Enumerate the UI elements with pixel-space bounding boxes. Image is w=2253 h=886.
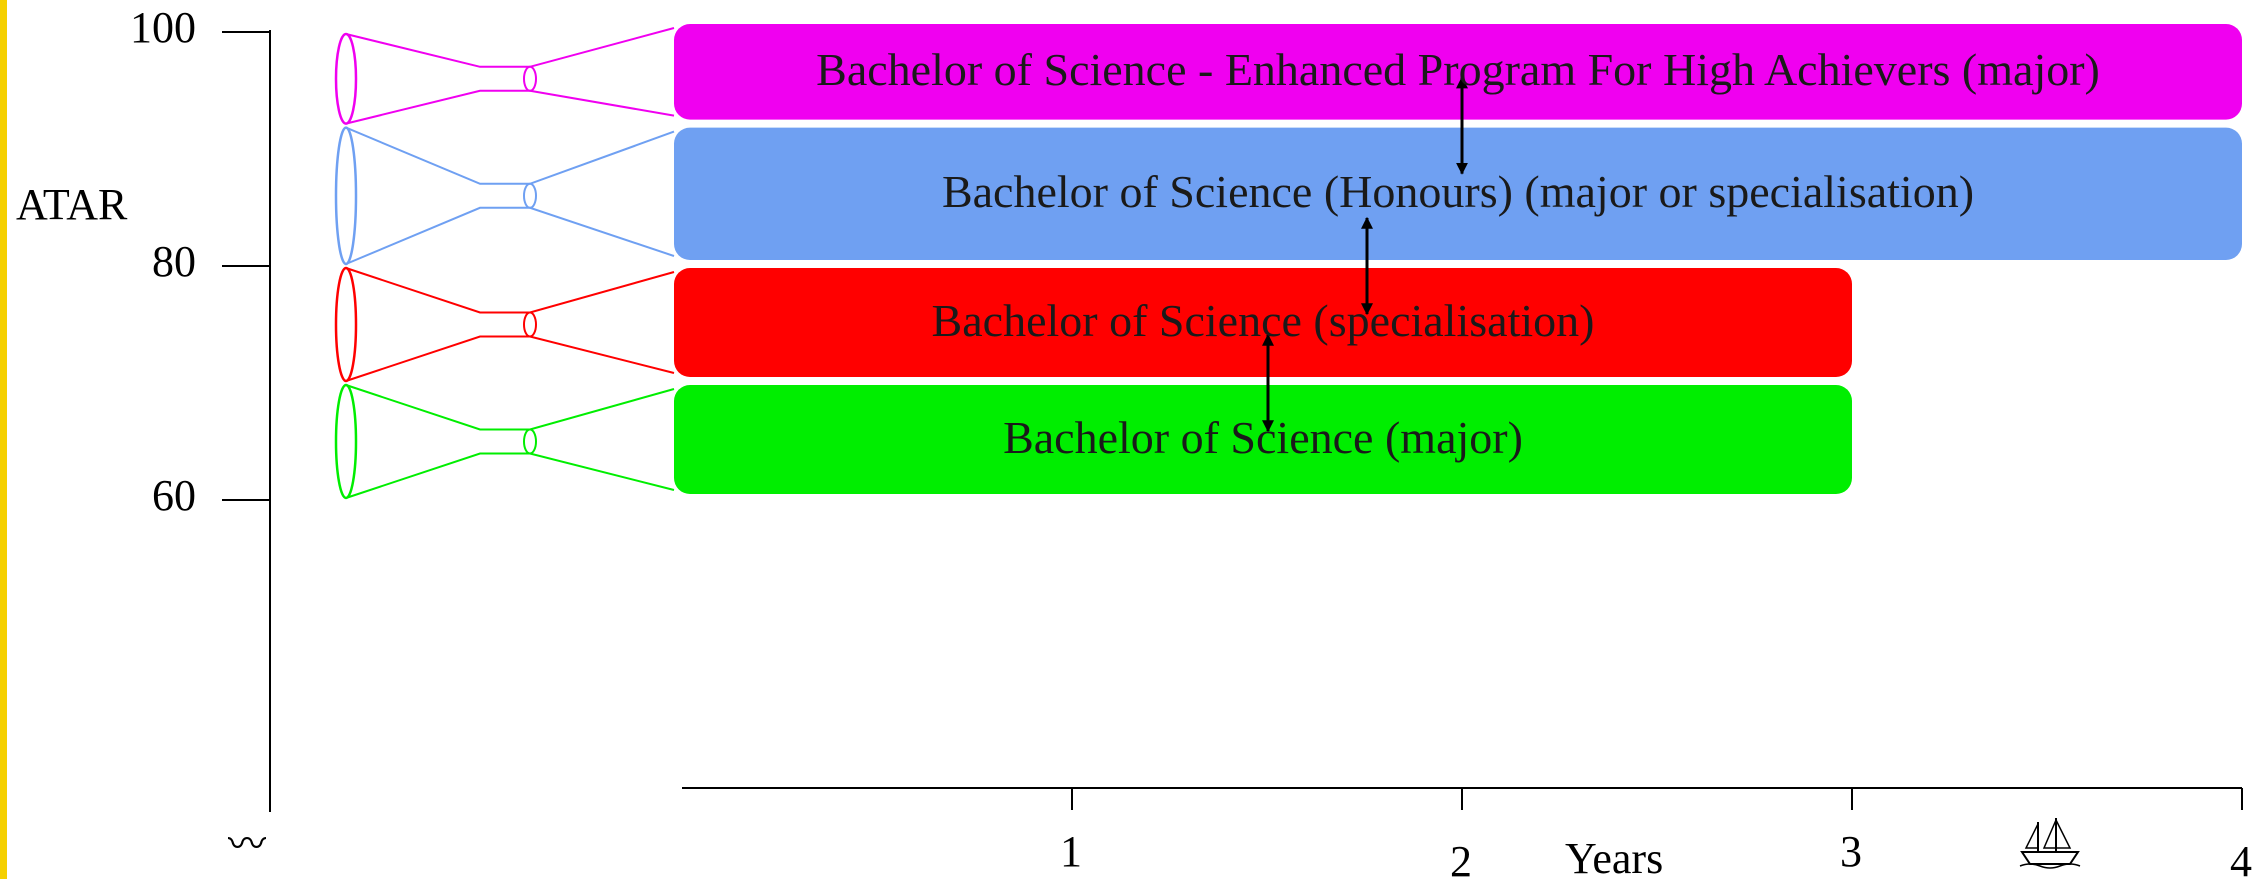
funnel-mouth (334, 126, 358, 266)
funnel-neck (523, 428, 537, 455)
program-label: Bachelor of Science - Enhanced Program F… (816, 43, 2100, 95)
funnel-outline (345, 384, 675, 499)
x-axis-title: Years (1565, 834, 1664, 883)
y-axis-title: ATAR (16, 180, 128, 229)
funnel-neck (523, 311, 537, 338)
funnel-mouth (334, 32, 358, 125)
funnel-outline (345, 126, 675, 265)
program-label: Bachelor of Science (major) (1003, 411, 1523, 463)
funnel-outline (345, 267, 675, 382)
y-tick-label: 100 (130, 3, 196, 52)
frame-accent-strip (0, 0, 7, 879)
program-label: Bachelor of Science (specialisation) (931, 294, 1595, 346)
x-tick-label: 3 (1840, 827, 1862, 876)
funnel-mouth (334, 383, 358, 500)
y-tick-label: 80 (152, 237, 196, 286)
funnel-mouth (334, 266, 358, 383)
program-bar (674, 268, 1852, 377)
program-label: Bachelor of Science (Honours) (major or … (941, 165, 1975, 217)
sailing-ship-icon (2019, 818, 2081, 869)
x-tick-label: 2 (1450, 837, 1472, 886)
program-bar (674, 127, 2242, 260)
broken-axis-mark: 〰 (228, 824, 267, 866)
program-bar (674, 24, 2242, 120)
funnel-neck (523, 182, 537, 209)
funnel-neck (523, 65, 537, 92)
x-tick-label: 1 (1060, 827, 1082, 876)
x-tick-label: 4 (2230, 837, 2252, 886)
program-bar (674, 385, 1852, 494)
funnel-outline (345, 27, 675, 125)
y-tick-label: 60 (152, 471, 196, 520)
